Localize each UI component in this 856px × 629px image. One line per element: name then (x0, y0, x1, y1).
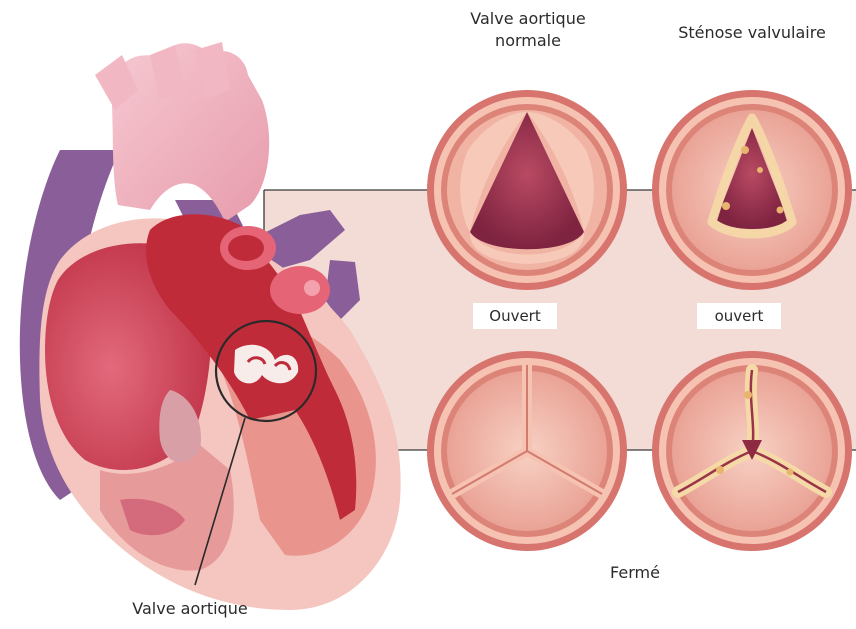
normal-valve-closed (427, 351, 627, 551)
stenosis-title: Sténose valvulaire (652, 22, 852, 44)
open-normal-label: Ouvert (473, 303, 557, 329)
normal-valve-title: Valve aortique normale (438, 8, 618, 52)
closed-label: Fermé (590, 562, 680, 584)
heart-illustration (20, 42, 401, 610)
stenosis-valve-open (652, 90, 852, 290)
normal-valve-open (427, 90, 627, 290)
normal-valve-title-line2: normale (438, 30, 618, 52)
heart-pointer-label: Valve aortique (100, 598, 280, 620)
normal-valve-title-line1: Valve aortique (438, 8, 618, 30)
stenosis-valve-closed (652, 351, 852, 551)
open-stenosis-label: ouvert (697, 303, 781, 329)
